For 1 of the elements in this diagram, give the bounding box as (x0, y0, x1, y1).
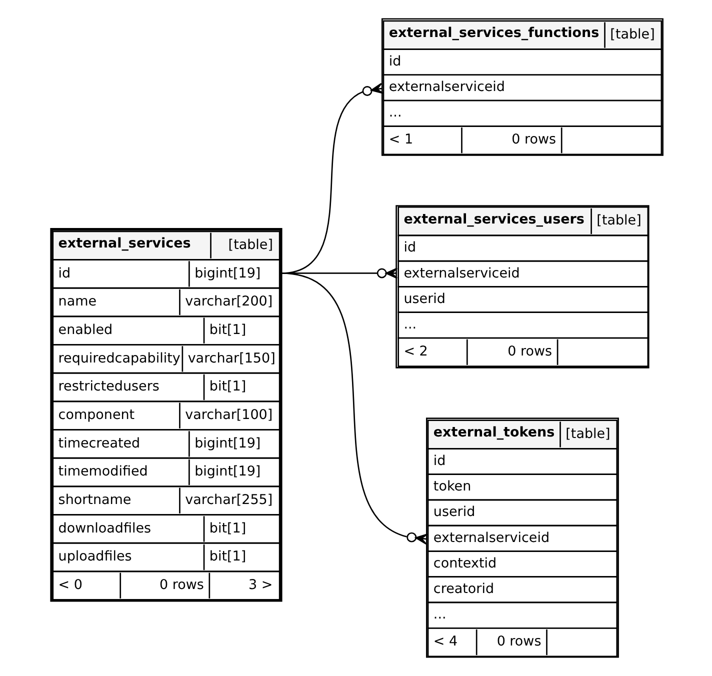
connector (280, 272, 428, 545)
